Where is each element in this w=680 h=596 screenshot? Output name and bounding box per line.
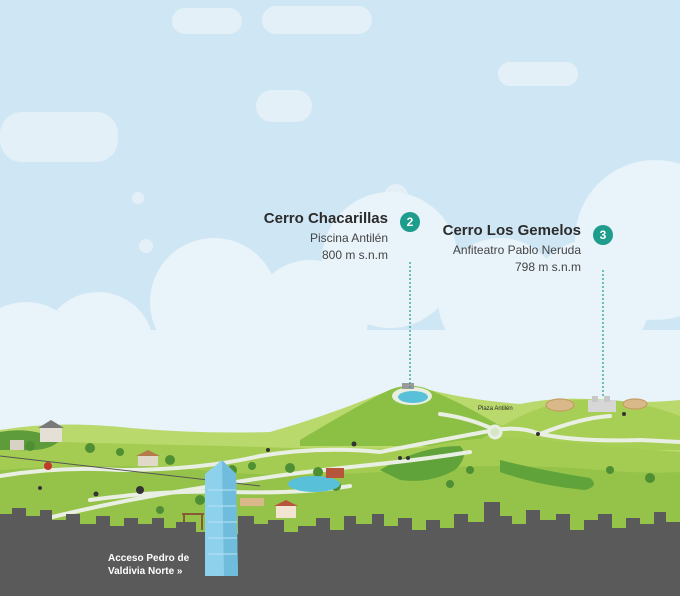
point-2-label: Cerro Chacarillas Piscina Antilén 800 m …: [264, 210, 388, 262]
point-2-altitude: 800 m s.n.m: [321, 248, 388, 262]
point-2-title: Cerro Chacarillas: [263, 210, 388, 227]
point-3-altitude: 798 m s.n.m: [514, 260, 581, 274]
anfiteatro-pablo-neruda: [545, 396, 648, 412]
cerro-los-gemelos-hill: [480, 399, 680, 450]
plaza-roundabout: [487, 424, 503, 440]
left-buildings: [10, 420, 160, 466]
point-2-subtitle: Piscina Antilén: [309, 231, 388, 245]
point-3-title: Cerro Los Gemelos: [442, 222, 581, 239]
piscina-antilen: [392, 383, 432, 405]
people: [38, 412, 626, 497]
point-3-subtitle: Anfiteatro Pablo Neruda: [452, 243, 581, 257]
costanera-tower: [205, 460, 238, 576]
city-skyline: [0, 502, 680, 596]
plaza-antilen-label: Plaza Antilén: [478, 406, 513, 412]
ridge-dark-right: [500, 460, 594, 490]
park-pond: [240, 468, 344, 518]
point-2-badge[interactable]: 2: [400, 212, 420, 232]
access-link[interactable]: Acceso Pedro de Valdivia Norte »: [108, 553, 190, 577]
point-3-label: Cerro Los Gemelos Anfiteatro Pablo Nerud…: [443, 222, 581, 274]
point-3-badge[interactable]: 3: [593, 225, 613, 245]
